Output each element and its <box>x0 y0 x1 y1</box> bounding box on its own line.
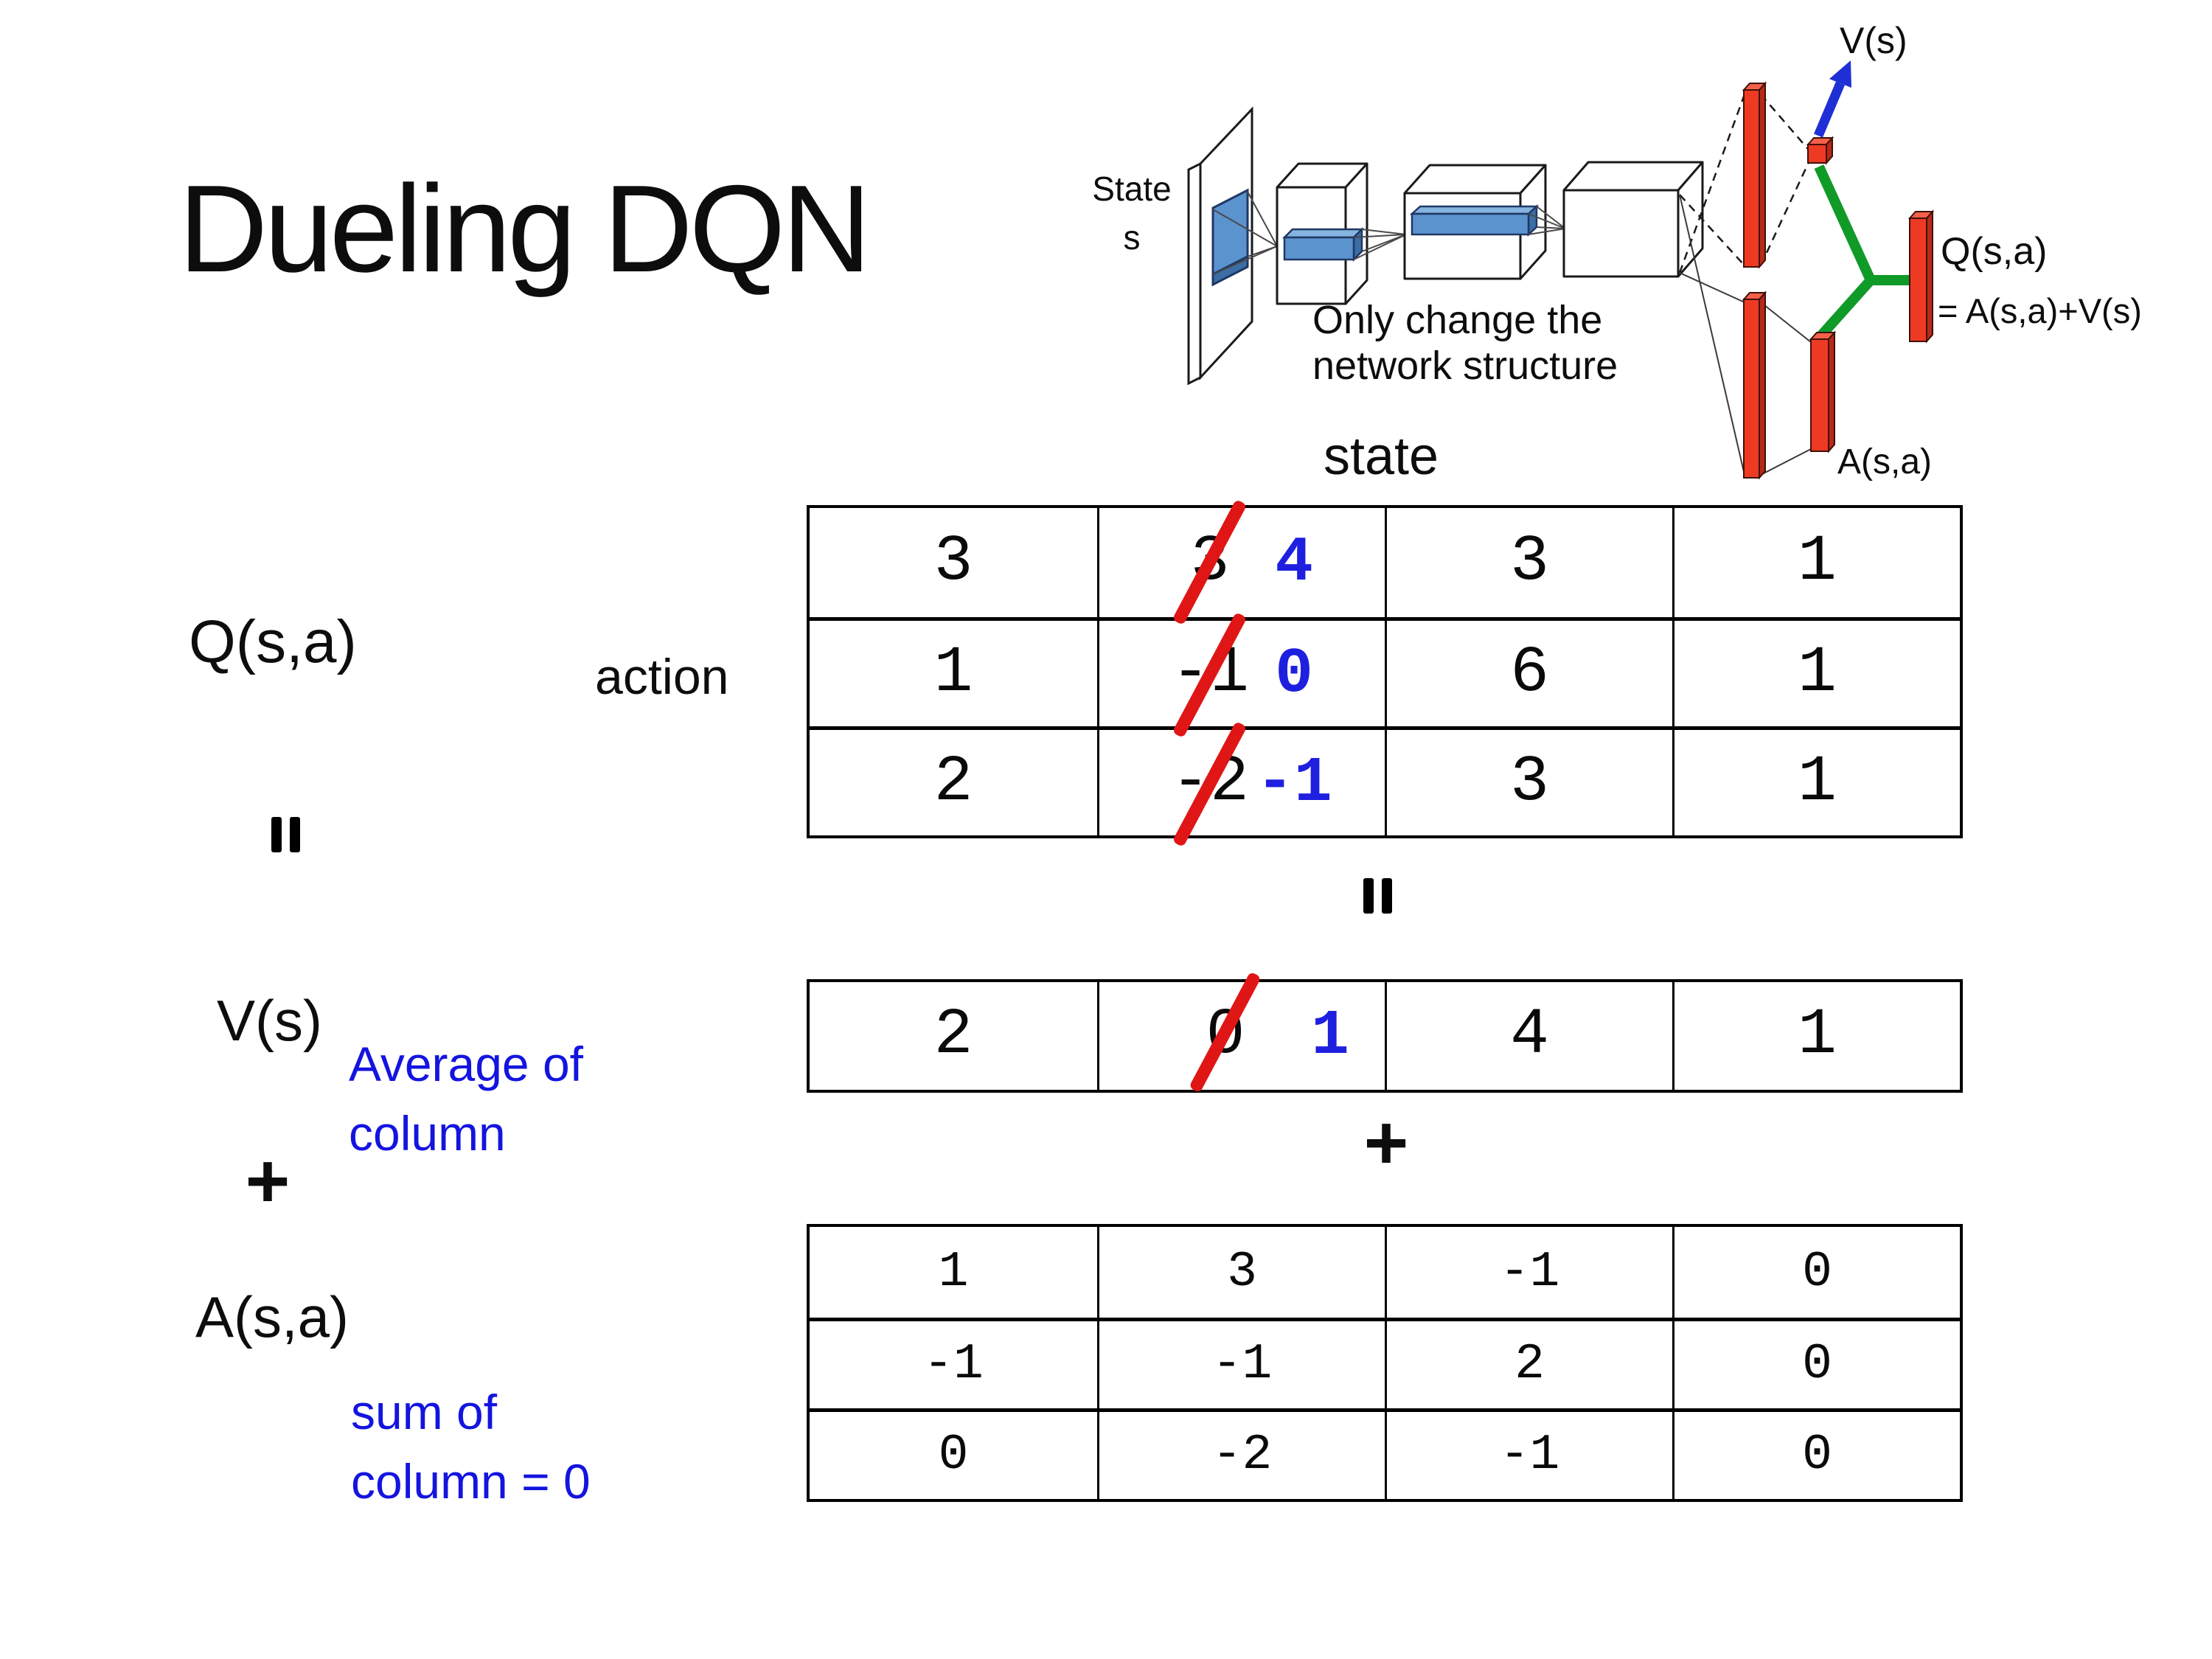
q-cell: 1 <box>1672 617 1960 726</box>
note-line: sum of <box>351 1385 498 1439</box>
value-scalar-node <box>1806 136 1834 165</box>
a-cell: -1 <box>1097 1318 1385 1408</box>
sum-of-column-note: sum of column = 0 <box>351 1377 591 1516</box>
q-cell-crossed: 3 4 <box>1097 498 1385 626</box>
q-cell: 1 <box>1672 726 1960 835</box>
a-cell: -1 <box>1385 1408 1672 1499</box>
v-cell: 1 <box>1672 982 1960 1090</box>
q-cell: 1 <box>1672 508 1960 617</box>
diagram-caption-line2: network structure <box>1312 344 1618 388</box>
input-plane <box>1187 106 1253 386</box>
q-value-table: 3 3 4 3 1 1 -1 0 6 1 2 -2 -1 3 1 <box>807 498 1963 848</box>
q-output-bar <box>1907 209 1935 344</box>
aggregation-links <box>1814 164 1910 339</box>
corrected-value: 4 <box>1275 526 1313 599</box>
corrected-value: 0 <box>1275 637 1313 710</box>
q-cell-crossed: -1 0 <box>1097 611 1385 739</box>
advantage-table: 1 3 -1 0 -1 -1 2 0 0 -2 -1 0 <box>807 1224 1963 1502</box>
state-input-label-s: s <box>1124 218 1141 257</box>
diagram-a-label: A(s,a) <box>1837 442 1932 481</box>
plus-sign-center: + <box>1363 1100 1409 1186</box>
v-cell: 4 <box>1385 982 1672 1090</box>
q-cell: 6 <box>1385 617 1672 726</box>
action-axis-label: action <box>595 649 729 705</box>
diagram-v-label: V(s) <box>1840 20 1907 61</box>
v-cell-crossed: 0 1 <box>1097 971 1385 1093</box>
state-axis-label: state <box>1323 427 1439 486</box>
strike-icon <box>1189 971 1262 1093</box>
feature-map-slab <box>1409 204 1540 237</box>
v-vector-label: V(s) <box>217 988 322 1053</box>
feature-map-slab <box>1281 226 1365 262</box>
average-of-column-note: Average of column <box>349 1029 583 1168</box>
a-cell: -2 <box>1097 1408 1385 1499</box>
a-cell: 3 <box>1097 1227 1385 1318</box>
a-cell: 2 <box>1385 1318 1672 1408</box>
corrected-value: 1 <box>1311 1000 1349 1072</box>
conv-layer-box <box>1562 161 1704 278</box>
conv-filter-patch <box>1211 188 1249 287</box>
fc-layer-bar-value <box>1742 81 1767 269</box>
a-cell: 1 <box>938 1243 969 1301</box>
state-input-label: State <box>1092 170 1171 208</box>
diagram-q-label: Q(s,a) <box>1941 230 2047 273</box>
a-matrix-label: A(s,a) <box>195 1284 349 1349</box>
q-cell: 1 <box>810 617 1097 726</box>
equals-sign-rotated-left <box>271 817 300 852</box>
equals-sign-rotated-center <box>1363 878 1392 914</box>
a-cell: 0 <box>1672 1318 1960 1408</box>
q-cell-crossed: -2 -1 <box>1097 720 1385 848</box>
advantage-vector-bar <box>1809 330 1837 453</box>
advantage-stream-links <box>1679 194 1813 476</box>
v-cell: 2 <box>933 999 973 1072</box>
a-cell: 0 <box>810 1408 1097 1499</box>
q-matrix-label: Q(s,a) <box>189 608 357 675</box>
dueling-network-diagram: State s V(s) Q(s,a) = A(s,a)+V(s) A(s,a)… <box>1092 20 2142 481</box>
plus-sign-left: + <box>245 1138 291 1224</box>
note-line: column <box>349 1106 506 1161</box>
slide-title: Dueling DQN <box>178 159 872 298</box>
a-cell: 0 <box>1672 1408 1960 1499</box>
projection-lines <box>1528 206 1566 235</box>
a-cell: 0 <box>1672 1227 1960 1318</box>
q-cell: 2 <box>810 726 1097 835</box>
diagram-q-formula: = A(s,a)+V(s) <box>1938 291 2142 330</box>
v-arrow-icon <box>1814 60 1851 138</box>
corrected-value: -1 <box>1256 746 1332 819</box>
note-line: Average of <box>349 1037 584 1091</box>
v-value-row: 2 0 1 4 1 <box>807 971 1963 1093</box>
diagram-caption-line1: Only change the <box>1312 298 1602 342</box>
projection-lines <box>1353 229 1407 260</box>
a-cell: -1 <box>810 1318 1097 1408</box>
note-line: column = 0 <box>351 1454 591 1509</box>
q-cell: 3 <box>933 526 973 599</box>
q-cell: 3 <box>1385 726 1672 835</box>
fc-layer-bar-advantage <box>1742 291 1767 480</box>
a-cell: -1 <box>1385 1227 1672 1318</box>
strike-icon <box>1172 498 1248 626</box>
projection-lines <box>1212 191 1278 275</box>
q-cell: 3 <box>1385 508 1672 617</box>
